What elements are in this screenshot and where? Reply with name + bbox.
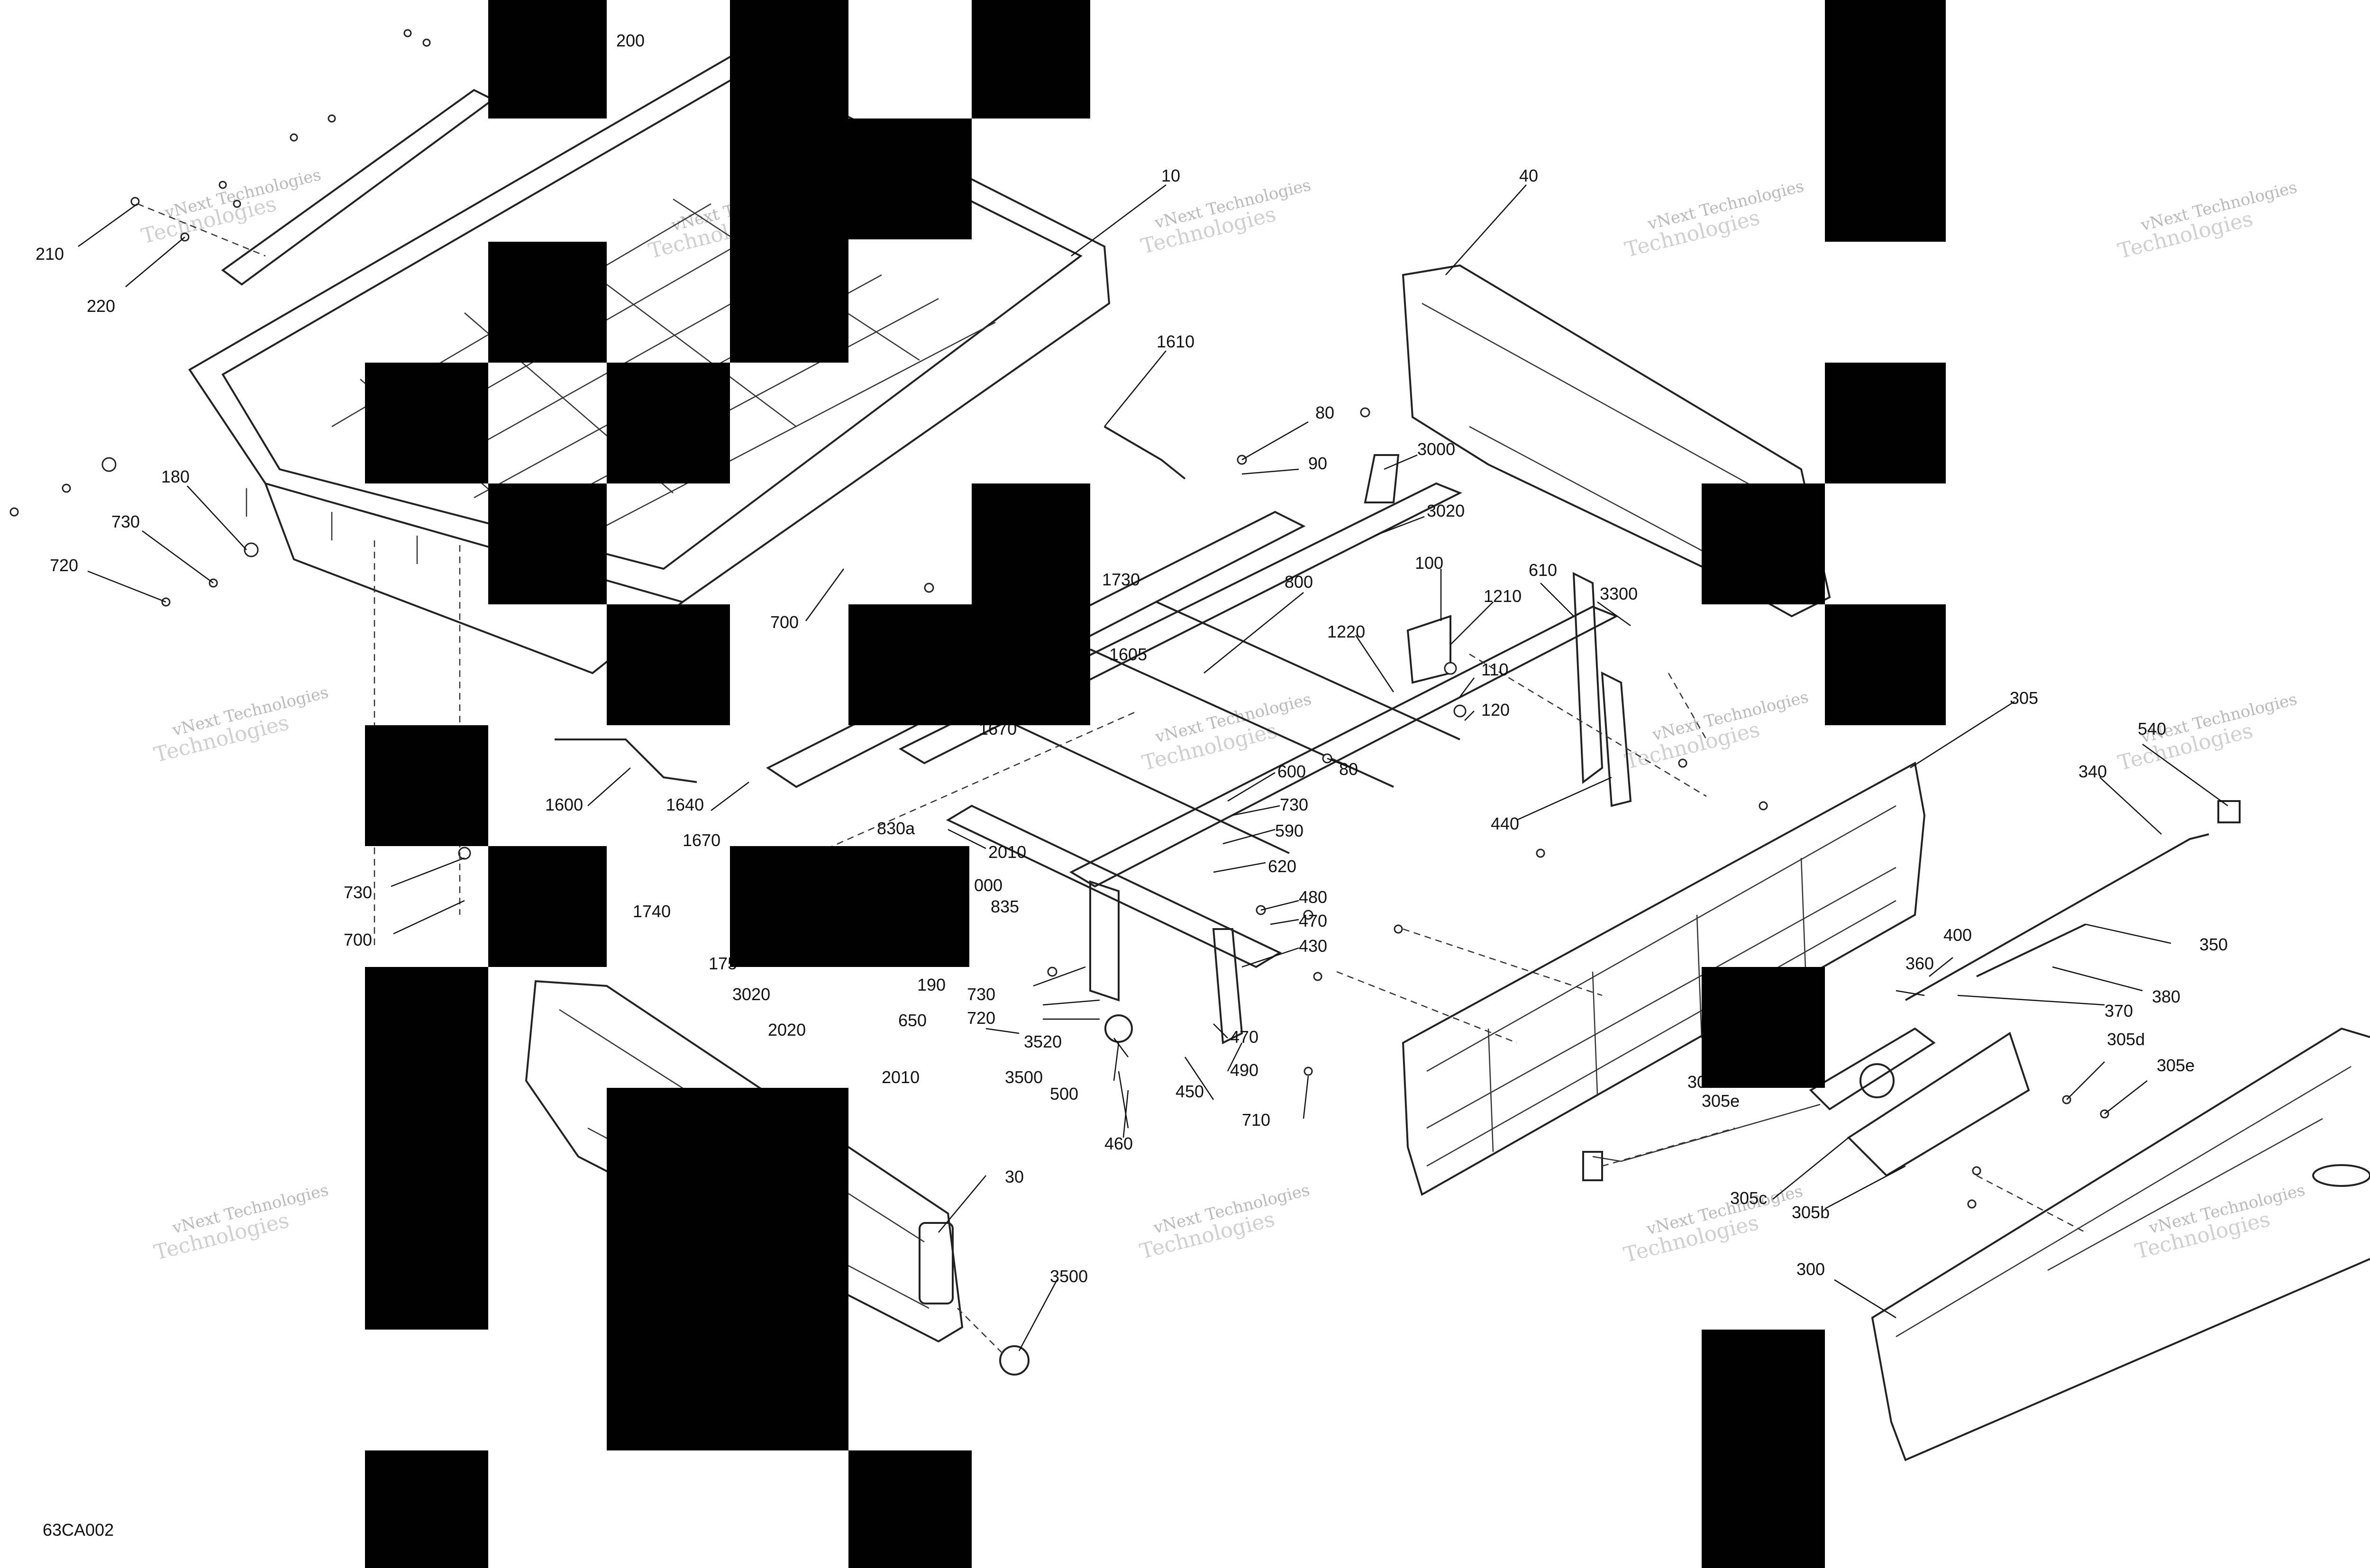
callout-210: 210 bbox=[36, 244, 64, 264]
tailgate-panel-300 bbox=[1871, 1027, 2370, 1461]
leader-lines bbox=[78, 184, 2228, 1351]
callout-620: 620 bbox=[1268, 857, 1296, 876]
callout-700: 700 bbox=[770, 612, 799, 632]
callout-1605: 1605 bbox=[1109, 645, 1147, 664]
callout-300: 300 bbox=[1796, 1259, 1825, 1279]
rods-and-cables bbox=[555, 426, 2241, 1001]
callout-500: 500 bbox=[1050, 1084, 1078, 1103]
callout-3020b: 3020 bbox=[732, 985, 770, 1004]
callout-460: 460 bbox=[1104, 1134, 1133, 1153]
callout-1670b: 1670 bbox=[683, 830, 720, 850]
tailgate-frame-305 bbox=[1402, 761, 1926, 1196]
callout-1600: 1600 bbox=[545, 795, 583, 814]
callout-3000: 3000 bbox=[1417, 439, 1455, 459]
callout-800: 800 bbox=[1285, 572, 1313, 592]
top-rail-trim bbox=[219, 29, 495, 286]
callout-30: 30 bbox=[1005, 1167, 1024, 1186]
callout-1220: 1220 bbox=[1327, 622, 1365, 641]
callout-80: 80 bbox=[1315, 403, 1334, 422]
callout-2010b: 2010 bbox=[882, 1067, 920, 1087]
callout-305: 305 bbox=[2010, 688, 2038, 708]
callout-730d: 730 bbox=[967, 985, 995, 1004]
callout-305c: 305c bbox=[1730, 1188, 1767, 1208]
callout-730c: 730 bbox=[344, 883, 372, 902]
callout-1640: 1640 bbox=[666, 795, 704, 814]
callout-470: 470 bbox=[1299, 911, 1327, 930]
callout-440: 440 bbox=[1491, 814, 1519, 833]
callout-590: 590 bbox=[1275, 821, 1304, 840]
callout-830a: 830a bbox=[877, 819, 915, 838]
callout-labels: 200 210 220 10 40 1610 80 90 3000 3020 1… bbox=[36, 31, 2228, 1286]
callout-480: 480 bbox=[1299, 887, 1327, 907]
callout-730: 730 bbox=[111, 512, 140, 531]
callout-540: 540 bbox=[2138, 719, 2166, 738]
callout-450: 450 bbox=[1176, 1082, 1204, 1101]
callout-000: 000 bbox=[974, 875, 1003, 895]
callout-3300: 3300 bbox=[1600, 584, 1638, 603]
callout-305d-b: 305d bbox=[2107, 1030, 2145, 1049]
callout-600: 600 bbox=[1277, 762, 1306, 781]
callout-120: 120 bbox=[1481, 700, 1510, 720]
callout-180: 180 bbox=[161, 467, 190, 486]
callout-220: 220 bbox=[87, 296, 115, 316]
callout-3520: 3520 bbox=[1024, 1032, 1062, 1051]
callout-2020: 2020 bbox=[768, 1020, 806, 1039]
callout-3500: 3500 bbox=[1005, 1067, 1043, 1087]
callout-720: 720 bbox=[50, 556, 78, 575]
callout-1730: 1730 bbox=[1102, 570, 1140, 589]
callout-200: 200 bbox=[616, 31, 645, 50]
callout-380: 380 bbox=[2152, 987, 2180, 1006]
latch-assembly bbox=[1582, 1027, 2030, 1181]
callout-305e: 305e bbox=[1702, 1091, 1740, 1111]
callout-305e-b: 305e bbox=[2157, 1056, 2195, 1075]
callout-730b: 730 bbox=[1280, 795, 1308, 814]
callout-90: 90 bbox=[1308, 454, 1327, 473]
callout-835: 835 bbox=[991, 897, 1019, 916]
callout-490: 490 bbox=[1230, 1060, 1258, 1080]
callout-430: 430 bbox=[1299, 936, 1327, 956]
callout-700b: 700 bbox=[344, 930, 372, 949]
callout-1740: 1740 bbox=[633, 902, 671, 921]
small-fasteners bbox=[9, 197, 2109, 1376]
callout-110: 110 bbox=[1481, 660, 1508, 679]
callout-610: 610 bbox=[1529, 560, 1557, 580]
hinge-brackets bbox=[1089, 454, 1632, 1045]
callout-40: 40 bbox=[1519, 166, 1538, 185]
callout-10: 10 bbox=[1161, 166, 1180, 185]
callout-80b: 80 bbox=[1339, 759, 1358, 779]
callout-710: 710 bbox=[1242, 1110, 1270, 1130]
callout-1210: 1210 bbox=[1484, 586, 1522, 606]
callout-100: 100 bbox=[1415, 553, 1443, 573]
callout-3020: 3020 bbox=[1427, 501, 1465, 520]
callout-2010: 2010 bbox=[988, 842, 1026, 862]
callout-305b: 305b bbox=[1792, 1203, 1830, 1222]
callout-340: 340 bbox=[2078, 762, 2107, 781]
callout-1610: 1610 bbox=[1157, 332, 1194, 351]
callout-3500b: 3500 bbox=[1050, 1267, 1088, 1286]
callout-190: 190 bbox=[917, 975, 946, 994]
drawing-code: 63CA002 bbox=[43, 1520, 114, 1540]
callout-720b: 720 bbox=[967, 1008, 995, 1028]
callout-350: 350 bbox=[2199, 935, 2228, 954]
callout-400: 400 bbox=[1943, 925, 1972, 945]
callout-470b: 470 bbox=[1230, 1027, 1258, 1047]
callout-650: 650 bbox=[898, 1011, 927, 1030]
callout-370: 370 bbox=[2105, 1001, 2133, 1021]
callout-360: 360 bbox=[1905, 954, 1934, 973]
redaction-blocks bbox=[365, 0, 1946, 1568]
